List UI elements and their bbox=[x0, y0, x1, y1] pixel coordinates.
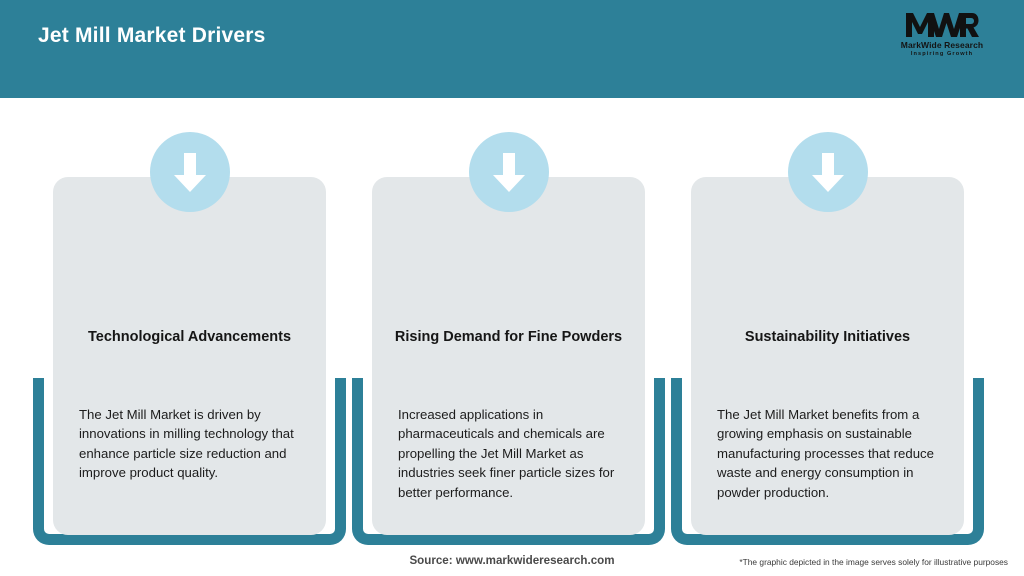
driver-card-1[interactable]: Technological Advancements The Jet Mill … bbox=[33, 98, 346, 576]
markwide-research-logo: MarkWide Research Inspiring Growth bbox=[882, 11, 1002, 65]
card-accent-bracket bbox=[352, 378, 665, 545]
down-arrow-icon bbox=[787, 132, 868, 212]
card-accent-bracket bbox=[33, 378, 346, 545]
card-description: Increased applications in pharmaceutical… bbox=[398, 407, 615, 500]
logo-tagline: Inspiring Growth bbox=[910, 51, 974, 57]
card-description: The Jet Mill Market is driven by innovat… bbox=[79, 407, 294, 481]
card-title: Sustainability Initiatives bbox=[744, 329, 911, 345]
mwr-monogram-icon bbox=[882, 11, 1002, 39]
card-title: Rising Demand for Fine Powders bbox=[394, 329, 623, 345]
card-panel: Sustainability Initiatives The Jet Mill … bbox=[691, 177, 964, 535]
card-panel: Rising Demand for Fine Powders Increased… bbox=[372, 177, 645, 535]
down-arrow-icon bbox=[468, 132, 549, 212]
card-panel: Technological Advancements The Jet Mill … bbox=[53, 177, 326, 535]
card-accent-bracket bbox=[671, 378, 984, 545]
drivers-card-row: Technological Advancements The Jet Mill … bbox=[0, 98, 1024, 576]
driver-card-3[interactable]: Sustainability Initiatives The Jet Mill … bbox=[671, 98, 984, 576]
driver-card-2[interactable]: Rising Demand for Fine Powders Increased… bbox=[352, 98, 665, 576]
source-label: Source: www.markwideresearch.com bbox=[409, 554, 615, 567]
page-header: Jet Mill Market Drivers MarkWide Researc… bbox=[0, 0, 1024, 98]
disclaimer-note: *The graphic depicted in the image serve… bbox=[739, 557, 1008, 567]
down-arrow-icon bbox=[149, 132, 230, 212]
card-title: Technological Advancements bbox=[87, 329, 292, 345]
card-description: The Jet Mill Market benefits from a grow… bbox=[717, 407, 934, 500]
logo-company-name: MarkWide Research bbox=[900, 40, 984, 50]
page-title: Jet Mill Market Drivers bbox=[38, 24, 266, 47]
